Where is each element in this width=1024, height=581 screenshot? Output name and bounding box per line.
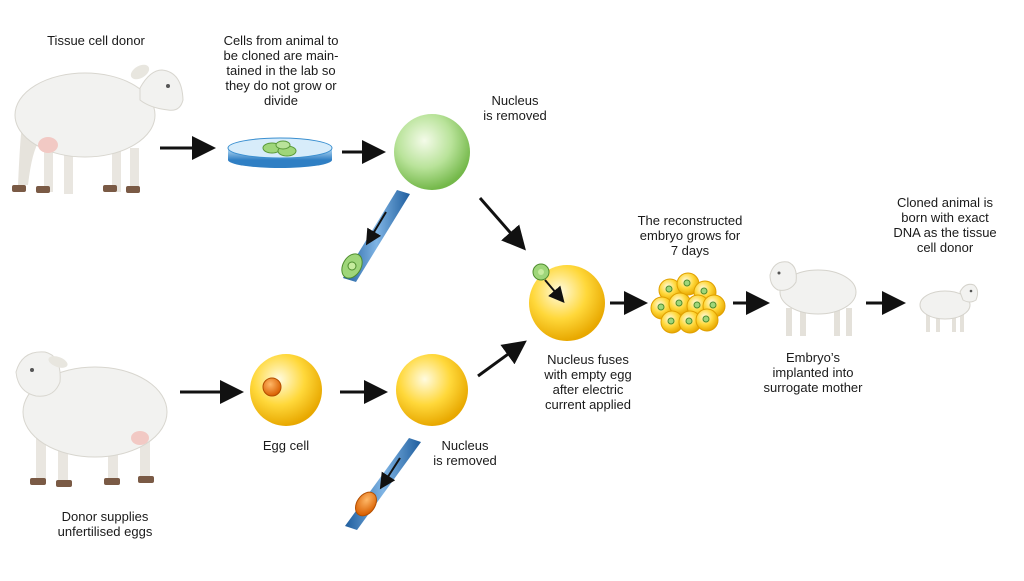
embryo-cell-nucleus: [709, 301, 717, 309]
embryo-cell-nucleus: [683, 279, 691, 287]
label-donor-supplies-eggs: Donor supplies unfertilised eggs: [57, 509, 153, 539]
embryo-cell-nucleus: [685, 317, 693, 325]
label-tissue-cell-donor: Tissue cell donor: [47, 33, 145, 48]
embryo-cell-nucleus: [657, 303, 665, 311]
fused-cell: [529, 263, 605, 341]
egg-nucleus: [262, 377, 282, 397]
donor-cell: [394, 114, 470, 190]
embryo-cell-nucleus: [700, 287, 708, 295]
flow-arrows: [160, 136, 906, 404]
embryo-cell-nucleus: [693, 301, 701, 309]
label-cloned-animal-born: Cloned animal is born with exact DNA as …: [893, 195, 997, 255]
egg-cell: [250, 354, 322, 426]
label-nucleus-fuses: Nucleus fuses with empty egg after elect…: [544, 352, 632, 412]
embryo-cell-nucleus: [675, 299, 683, 307]
embryo-cluster: [650, 272, 726, 334]
label-cells-maintained: Cells from animal to be cloned are main-…: [223, 33, 339, 108]
label-reconstructed-embryo: The reconstructed embryo grows for 7 day…: [637, 213, 743, 258]
nucleus-pipette-bottom: [345, 438, 421, 530]
petri-dish: [227, 137, 333, 168]
embryo-cell-nucleus: [667, 317, 675, 325]
label-nucleus-removed-top: Nucleus is removed: [483, 93, 547, 123]
label-embryo-implanted: Embryo’s implanted into surrogate mother: [763, 350, 863, 395]
surrogate-mother-sheep: [769, 261, 857, 336]
arrow-egg-to-fusion: [477, 340, 527, 378]
egg-donor-sheep: [15, 351, 168, 487]
tissue-donor-sheep: [12, 64, 184, 194]
enucleated-egg: [396, 354, 468, 426]
embryo-cell-nucleus: [702, 315, 710, 323]
nucleus-pipette-top: [341, 190, 410, 282]
cloned-lamb: [919, 283, 979, 332]
embryo-cell-nucleus: [665, 285, 673, 293]
arrow-cell-to-fusion: [478, 197, 526, 251]
label-nucleus-removed-bottom: Nucleus is removed: [433, 438, 497, 468]
label-egg-cell: Egg cell: [262, 438, 310, 453]
